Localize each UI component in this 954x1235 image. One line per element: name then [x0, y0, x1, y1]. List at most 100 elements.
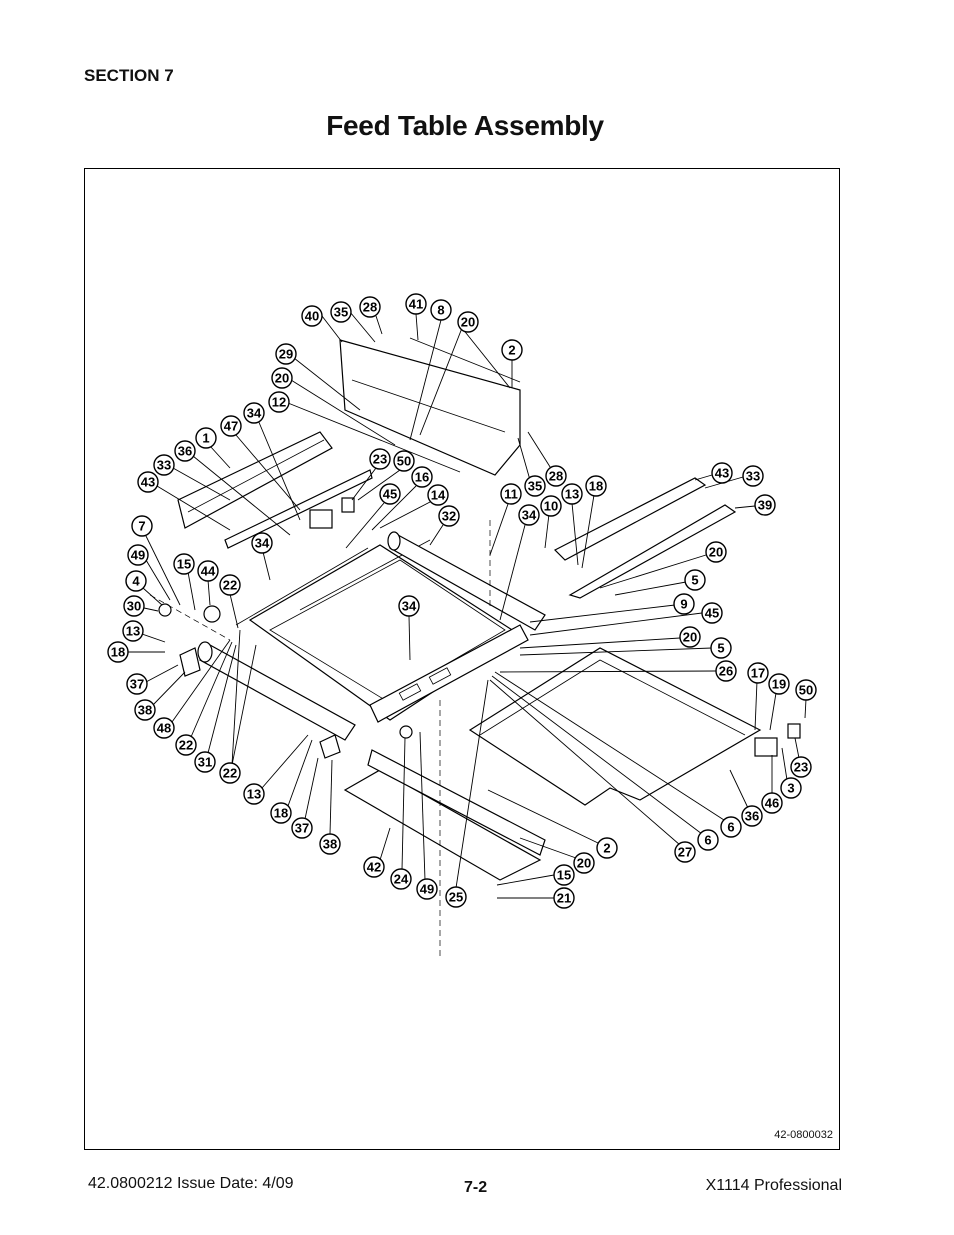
svg-text:27: 27 [678, 845, 692, 860]
svg-text:20: 20 [461, 315, 475, 330]
svg-text:16: 16 [415, 470, 429, 485]
callout-31: 31 [194, 644, 237, 773]
callout-45b: 45 [529, 602, 723, 636]
svg-text:2: 2 [603, 841, 610, 856]
callout-49b: 49 [416, 731, 438, 900]
svg-text:18: 18 [274, 806, 288, 821]
svg-text:23: 23 [373, 452, 387, 467]
svg-text:22: 22 [223, 766, 237, 781]
callout-16: 16 [371, 466, 433, 531]
svg-text:13: 13 [126, 624, 140, 639]
svg-text:23: 23 [794, 760, 808, 775]
svg-text:39: 39 [758, 498, 772, 513]
rear-guard-panel [339, 337, 521, 476]
svg-text:5: 5 [691, 573, 698, 588]
callout-2b: 2 [487, 789, 618, 859]
svg-text:4: 4 [132, 574, 140, 589]
callout-12: 12 [268, 391, 461, 473]
callout-25: 25 [445, 679, 489, 908]
callout-37b: 37 [291, 757, 319, 839]
callout-19: 19 [768, 673, 790, 731]
callout-9: 9 [529, 593, 695, 623]
page-title: Feed Table Assembly [326, 110, 604, 141]
svg-text:17: 17 [751, 666, 765, 681]
callout-23a: 23 [351, 448, 391, 501]
svg-text:5: 5 [717, 641, 724, 656]
callout-40: 40 [301, 305, 343, 343]
left-end-hardware [158, 603, 413, 759]
right-bracket [309, 497, 801, 757]
document-id: 42.0800212 Issue Date: 4/09 [88, 1175, 294, 1192]
svg-text:34: 34 [247, 406, 262, 421]
callout-47: 47 [220, 415, 301, 511]
callout-22b: 22 [219, 629, 257, 784]
svg-text:28: 28 [363, 300, 377, 315]
callout-13b: 13 [122, 620, 166, 643]
svg-text:20: 20 [709, 545, 723, 560]
svg-text:29: 29 [279, 347, 293, 362]
callout-18b: 18 [107, 641, 165, 663]
svg-text:13: 13 [247, 787, 261, 802]
callout-27: 27 [489, 679, 696, 863]
svg-text:37: 37 [130, 677, 144, 692]
callout-43b: 43 [694, 462, 733, 484]
svg-text:15: 15 [557, 868, 571, 883]
callout-15a: 15 [173, 553, 196, 611]
callout-35b: 35 [517, 437, 546, 497]
callout-13c: 13 [243, 734, 309, 805]
callout-45a: 45 [345, 483, 401, 549]
callout-37a: 37 [126, 664, 179, 695]
svg-text:44: 44 [201, 564, 216, 579]
callout-46: 46 [761, 755, 783, 814]
rollers [197, 531, 546, 741]
svg-text:1: 1 [202, 431, 209, 446]
callout-8: 8 [409, 299, 452, 441]
svg-text:9: 9 [680, 597, 687, 612]
svg-text:43: 43 [715, 466, 729, 481]
callout-20d: 20 [519, 626, 701, 649]
callout-33a: 33 [153, 454, 231, 501]
svg-text:36: 36 [745, 809, 759, 824]
svg-text:18: 18 [589, 479, 603, 494]
svg-text:45: 45 [705, 606, 719, 621]
svg-text:35: 35 [334, 305, 348, 320]
svg-text:19: 19 [772, 677, 786, 692]
callout-43a: 43 [137, 471, 231, 531]
callout-2: 2 [501, 339, 523, 388]
svg-text:24: 24 [394, 872, 409, 887]
svg-text:22: 22 [179, 738, 193, 753]
svg-text:32: 32 [442, 509, 456, 524]
svg-text:38: 38 [138, 703, 152, 718]
svg-text:38: 38 [323, 837, 337, 852]
callout-28b: 28 [527, 431, 567, 487]
svg-text:43: 43 [141, 475, 155, 490]
svg-text:15: 15 [177, 557, 191, 572]
svg-text:7: 7 [138, 519, 145, 534]
bottom-pan [343, 749, 546, 881]
extension-tray [468, 647, 762, 806]
part-callouts: 40 35 28 41 8 20 2 29 20 12 34 47 1 36 3… [107, 293, 817, 909]
callout-33b: 33 [704, 465, 764, 489]
svg-text:34: 34 [522, 508, 537, 523]
callout-39: 39 [734, 494, 776, 516]
svg-text:6: 6 [727, 820, 734, 835]
callout-20c: 20 [599, 541, 727, 589]
svg-text:20: 20 [577, 856, 591, 871]
svg-text:8: 8 [437, 303, 444, 318]
svg-text:49: 49 [420, 882, 434, 897]
callout-44: 44 [197, 560, 219, 606]
callout-42: 42 [363, 827, 391, 878]
svg-text:36: 36 [178, 444, 192, 459]
callout-5a: 5 [614, 569, 706, 596]
svg-text:33: 33 [157, 458, 171, 473]
callout-34d: 34 [398, 595, 420, 661]
svg-text:50: 50 [397, 454, 411, 469]
callout-20e: 20 [519, 837, 595, 874]
callout-4: 4 [125, 570, 163, 606]
svg-text:34: 34 [255, 536, 270, 551]
callout-6b: 6 [491, 675, 719, 851]
svg-text:26: 26 [719, 664, 733, 679]
callout-22a: 22 [175, 641, 233, 756]
callout-20: 20 [419, 311, 511, 436]
